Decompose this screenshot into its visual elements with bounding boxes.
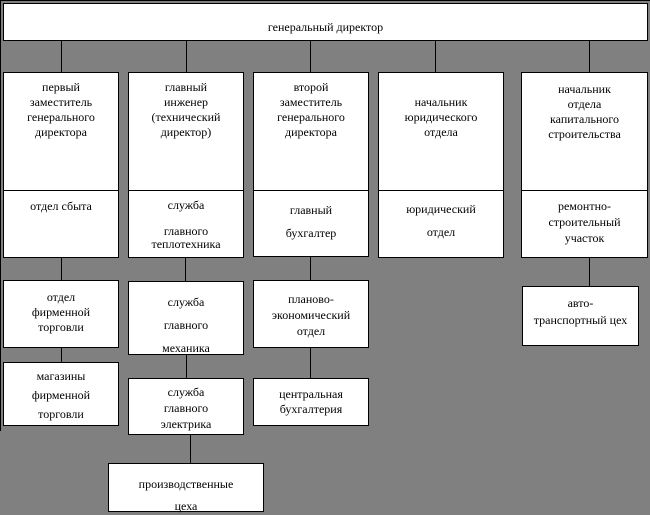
org-box-sales-department: отдел сбыта: [3, 190, 119, 258]
org-box-electric-service: служба главного электрика: [128, 378, 244, 435]
connector-mechanic-electric: [186, 354, 187, 378]
connector-electric-production: [190, 434, 191, 463]
connector-root-col1: [61, 41, 62, 72]
org-box-planning-department: планово- экономический отдел: [253, 280, 369, 348]
org-box-legal-department: юридический отдел: [378, 190, 504, 258]
connector-trade-stores: [61, 347, 62, 362]
org-box-construction-head: начальник отдела капитального строительс…: [521, 72, 648, 191]
connector-sales-trade: [61, 257, 62, 280]
connector-heat-mechanic: [185, 257, 186, 281]
connector-root-col2: [186, 41, 187, 72]
org-box-auto-transport: авто- транспортный цех: [522, 286, 639, 346]
connector-root-col5: [589, 41, 590, 72]
connector-repair-transport: [589, 257, 590, 286]
org-box-legal-head: начальник юридического отдела: [378, 72, 504, 191]
org-box-heat-service: служба главного теплотехника: [128, 190, 244, 258]
org-box-mechanic-service: служба главного механика: [128, 281, 244, 355]
org-box-brand-trade-department: отдел фирменной торговли: [3, 280, 119, 348]
connector-root-col3: [310, 41, 311, 72]
org-box-production-shops: производственные цеха: [108, 463, 264, 513]
canvas-border-left: [0, 0, 1, 431]
org-box-second-deputy: второй заместитель генерального директор…: [253, 72, 369, 191]
org-box-repair-construction: ремонтно- строительный участок: [521, 190, 648, 258]
canvas-border-top: [0, 0, 650, 1]
connector-accountant-plan: [310, 256, 311, 280]
connector-plan-central: [310, 347, 311, 378]
org-box-chief-engineer: главный инженер (технический директор): [128, 72, 244, 191]
org-box-first-deputy: первый заместитель генерального директор…: [3, 72, 119, 191]
org-box-chief-accountant: главный бухгалтер: [253, 190, 369, 257]
org-box-brand-trade-stores: магазины фирменной торговли: [3, 362, 119, 426]
connector-root-col4: [435, 41, 436, 72]
org-box-central-accounting: центральная бухгалтерия: [253, 378, 369, 426]
org-box-general-director: генеральный директор: [3, 3, 648, 41]
